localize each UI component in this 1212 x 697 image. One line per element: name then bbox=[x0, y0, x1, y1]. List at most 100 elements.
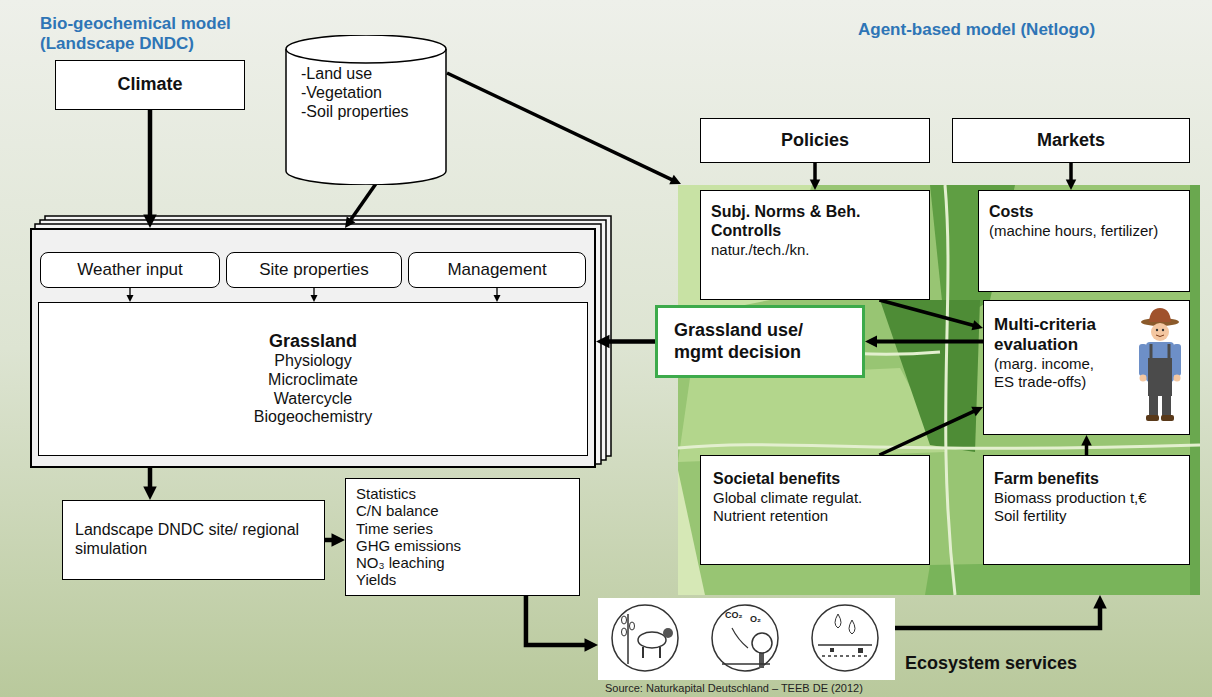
connector-line bbox=[608, 339, 656, 344]
soil-layer bbox=[822, 655, 868, 656]
node-text: Nutrient retention bbox=[713, 507, 828, 525]
database-cylinder: -Land use-Vegetation-Soil properties bbox=[285, 35, 447, 185]
farmer-face bbox=[1151, 323, 1169, 341]
services-panel: Ecosystem services bbox=[598, 598, 895, 680]
model-box: Weather inputSite propertiesManagementGr… bbox=[30, 228, 596, 468]
farmer-hand bbox=[1140, 375, 1147, 382]
cylinder-body bbox=[286, 35, 446, 185]
node-text: Site properties bbox=[259, 260, 369, 280]
arrow-head bbox=[332, 533, 346, 547]
map-track bbox=[945, 185, 955, 595]
input-box: Climate bbox=[55, 60, 245, 110]
arrow-head bbox=[1093, 595, 1107, 609]
connector bbox=[895, 595, 1107, 628]
node-text: natur./tech./kn. bbox=[711, 241, 809, 259]
factor-box: Subj. Norms & Beh. Controllsnatur./tech.… bbox=[700, 190, 930, 300]
node-text: (marg. income, ES trade-offs) bbox=[994, 355, 1117, 390]
connector bbox=[1066, 163, 1077, 190]
farmer-leg bbox=[1162, 395, 1171, 416]
wheat-grain bbox=[622, 616, 627, 624]
arrow-head bbox=[143, 215, 157, 229]
arrow-head bbox=[669, 175, 681, 184]
factor-box: Costs(machine hours, fertilizer) bbox=[978, 190, 1190, 292]
node-text: Time series bbox=[356, 520, 433, 537]
node-heading: Multi-criteria evaluation bbox=[994, 315, 1117, 355]
map-field bbox=[925, 560, 1200, 595]
arrow-head bbox=[971, 320, 983, 330]
connector bbox=[879, 300, 983, 330]
icon-text: O₂ bbox=[750, 614, 768, 625]
node-text: NO₃ leaching bbox=[356, 554, 445, 571]
arrow-head bbox=[865, 336, 877, 348]
connector bbox=[526, 596, 598, 652]
node-text: Yields bbox=[356, 571, 396, 588]
connector bbox=[325, 533, 345, 547]
driver-box: Policies bbox=[700, 118, 930, 163]
farmer-overalls bbox=[1148, 358, 1172, 396]
connector-line bbox=[526, 596, 587, 645]
map-track bbox=[678, 445, 1200, 449]
farmer-eye bbox=[1156, 329, 1158, 331]
connector-line bbox=[895, 607, 1100, 629]
connector bbox=[143, 110, 157, 228]
service-icons bbox=[612, 605, 878, 671]
arrow-head bbox=[596, 335, 610, 349]
connector-line bbox=[813, 163, 817, 182]
arrow-head bbox=[311, 295, 318, 302]
water-drop bbox=[835, 614, 841, 628]
map-panel: Subj. Norms & Beh. Controllsnatur./tech.… bbox=[678, 185, 1200, 595]
farmer-boot bbox=[1146, 415, 1159, 421]
connector bbox=[494, 288, 501, 302]
cylinder-rim bbox=[286, 49, 446, 63]
node-text: Physiology bbox=[274, 352, 351, 371]
connector bbox=[810, 163, 821, 190]
farmer-boot bbox=[1161, 415, 1174, 421]
connector bbox=[879, 407, 983, 455]
connector bbox=[143, 468, 157, 500]
output-box: StatisticsC/N balanceTime seriesGHG emis… bbox=[345, 478, 580, 596]
input-box: Weather input bbox=[40, 252, 220, 288]
arrow-head bbox=[143, 487, 157, 501]
connector-line bbox=[148, 468, 153, 489]
node-text: C/N balance bbox=[356, 502, 439, 519]
cow-head bbox=[663, 628, 673, 638]
farmer-strap bbox=[1150, 344, 1153, 358]
tree-crown bbox=[752, 633, 772, 653]
model-stack bbox=[30, 216, 611, 468]
connector-line bbox=[875, 340, 983, 344]
node-heading: Farm benefits bbox=[994, 470, 1099, 489]
farmer-figure bbox=[1139, 308, 1181, 421]
model-fill bbox=[30, 228, 596, 468]
services-ground bbox=[598, 598, 895, 680]
arrow-head bbox=[971, 407, 983, 417]
evaluation-box: Multi-criteria evaluation(marg. income, … bbox=[983, 300, 1190, 435]
node-text: Policies bbox=[781, 130, 849, 151]
land-use-map bbox=[678, 185, 1200, 595]
connector-line bbox=[1069, 163, 1073, 182]
farmer-arm bbox=[1139, 344, 1147, 376]
map-ground bbox=[678, 185, 1200, 595]
cow-leg bbox=[659, 647, 661, 658]
cow-body bbox=[638, 632, 666, 648]
node-text: Watercycle bbox=[274, 390, 353, 409]
icon-text: CO₂ bbox=[725, 610, 749, 621]
map-field bbox=[880, 300, 980, 452]
arrow-head bbox=[585, 638, 599, 652]
node-text: Biomass production t,€ bbox=[994, 489, 1147, 507]
node-text: (machine hours, fertilizer) bbox=[989, 222, 1158, 240]
node-text: Landscape DNDC site/ regional simulation bbox=[75, 521, 312, 559]
icon-ring bbox=[812, 605, 878, 671]
node-heading: -Land use bbox=[301, 65, 372, 84]
node-text: Weather input bbox=[77, 260, 183, 280]
farmer-mouth bbox=[1156, 335, 1164, 337]
simulation-box: Landscape DNDC site/ regional simulation bbox=[62, 500, 325, 580]
node-text: Grassland use/ mgmt decision bbox=[674, 320, 839, 362]
input-box: Site properties bbox=[226, 252, 402, 288]
arrow-head bbox=[127, 295, 134, 302]
gas-arrow bbox=[732, 628, 748, 648]
stack-layer bbox=[35, 224, 601, 464]
node-heading: Grassland bbox=[269, 331, 357, 352]
connector bbox=[1081, 435, 1092, 455]
driver-box: Markets bbox=[952, 118, 1190, 163]
